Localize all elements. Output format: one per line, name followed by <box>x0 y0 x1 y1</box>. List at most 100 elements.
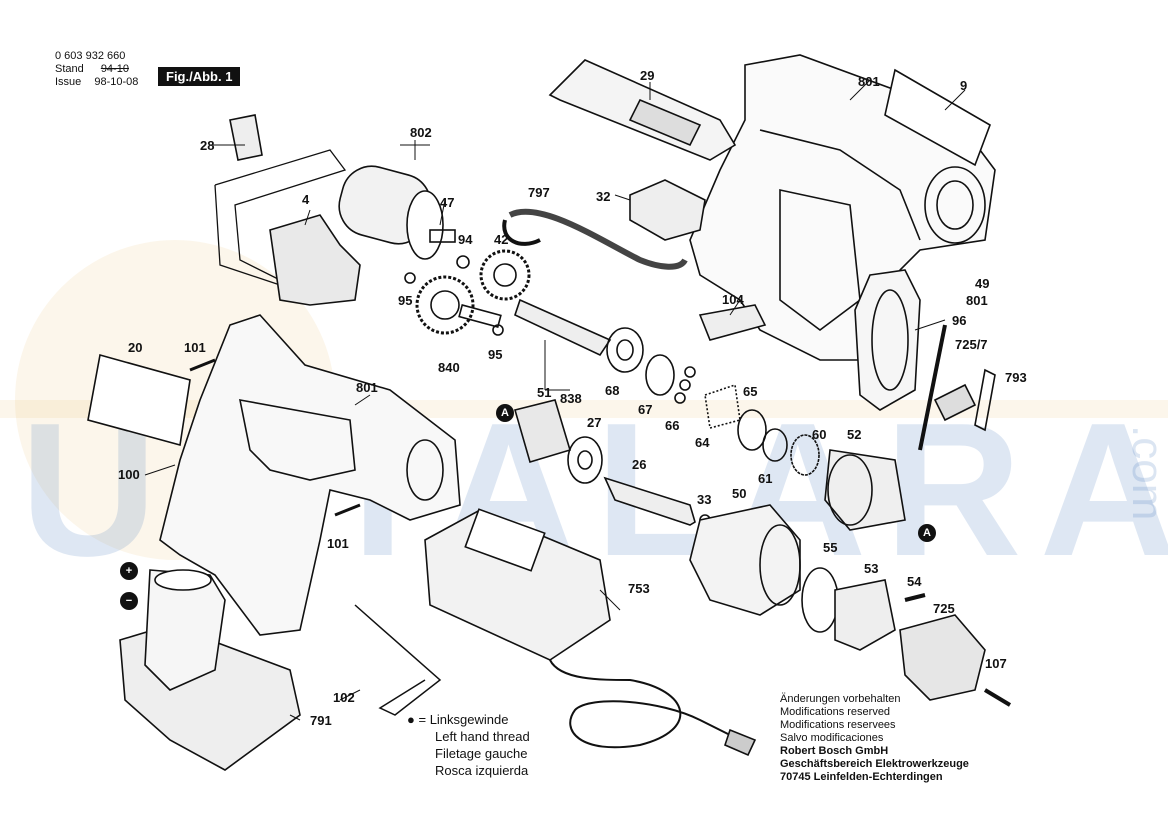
sleeve-50 <box>689 504 801 616</box>
contact-plate <box>698 304 767 341</box>
part-label: 28 <box>200 138 215 153</box>
legend-line: = Linksgewinde <box>418 712 509 727</box>
part-label: 4 <box>302 192 310 207</box>
thread-legend: ● = Linksgewinde Left hand thread Fileta… <box>407 711 530 779</box>
switch-slider <box>629 179 706 241</box>
ring-55 <box>801 567 839 633</box>
part-label: 33 <box>697 492 712 507</box>
part-label: 53 <box>864 561 879 576</box>
spring-60 <box>790 434 820 476</box>
wire-frame <box>214 149 347 291</box>
part-label: 840 <box>438 360 460 375</box>
company-line: 70745 Leinfelden-Echterdingen <box>780 771 943 783</box>
part-label: 47 <box>440 195 455 210</box>
part-label: 42 <box>494 232 509 247</box>
part-label: 50 <box>732 486 747 501</box>
side-cover <box>854 269 921 411</box>
part-label: 95 <box>488 347 503 362</box>
part-label: 725/7 <box>955 337 988 352</box>
part-label: 32 <box>596 189 611 204</box>
part-label: 51 <box>537 385 552 400</box>
note-line: Änderungen vorbehalten <box>780 693 901 705</box>
part-label: 67 <box>638 402 653 417</box>
note-line: Salvo modificaciones <box>780 732 884 744</box>
part-number: 0 603 932 660 <box>55 50 126 62</box>
part-label: 60 <box>812 427 827 442</box>
part-label: 100 <box>118 467 140 482</box>
part-label: 101 <box>327 536 349 551</box>
gear-upper <box>479 249 531 301</box>
issue-label: Issue <box>55 76 82 88</box>
gear-large <box>415 275 475 335</box>
part-label: 801 <box>356 380 378 395</box>
note-line: Modifications reserved <box>780 706 891 718</box>
part-label: 107 <box>985 656 1007 671</box>
company-line: Geschäftsbereich Elektrowerkzeuge <box>780 758 969 770</box>
legend-line: Rosca izquierda <box>435 763 529 778</box>
part-label: 54 <box>907 574 922 589</box>
watermark-suffix: .com <box>1123 425 1168 521</box>
note-line: Modifications reservees <box>780 719 896 731</box>
power-cord <box>549 659 731 749</box>
part-label: 9 <box>960 78 968 93</box>
screw-107 <box>983 688 1012 707</box>
housing-half-left <box>159 314 461 636</box>
part-label: 838 <box>560 391 582 406</box>
cable-strap <box>508 208 688 270</box>
screw-54 <box>904 593 926 602</box>
shaft-26 <box>603 476 696 526</box>
label-20 <box>87 353 191 447</box>
part-label: 29 <box>640 68 655 83</box>
battery-cell <box>144 569 226 691</box>
legend-bullet: ● <box>407 712 415 727</box>
gear-housing <box>824 449 906 531</box>
ring-67 <box>645 354 675 396</box>
connector-a-marker: A <box>496 404 514 422</box>
company-line: Robert Bosch GmbH <box>780 745 889 757</box>
part-label: 49 <box>975 276 990 291</box>
part-label: 797 <box>528 185 550 200</box>
bearing-27 <box>567 436 603 484</box>
chuck-ring-53 <box>834 579 896 651</box>
switch-module <box>269 214 361 306</box>
part-label: 802 <box>410 125 432 140</box>
connector-a-marker: A <box>918 524 936 542</box>
stand-date: 94-10 <box>100 63 129 75</box>
ring-65 <box>737 409 767 451</box>
part-label: 801 <box>858 74 880 89</box>
part-label: 753 <box>628 581 650 596</box>
part-label: 102 <box>333 690 355 705</box>
legend-line: Filetage gauche <box>435 746 528 761</box>
part-label: 26 <box>632 457 647 472</box>
part-label: 52 <box>847 427 862 442</box>
clutch-51 <box>514 399 571 463</box>
label-plate <box>884 68 991 167</box>
minus-marker: − <box>120 592 138 610</box>
header-block: 0 603 932 660 Stand 94-10 Issue 98-10-08 <box>55 50 138 89</box>
figure-label: Fig./Abb. 1 <box>158 67 241 86</box>
bearing-68 <box>606 327 644 373</box>
gear-64 <box>704 383 741 430</box>
part-label: 61 <box>758 471 773 486</box>
part-label: 801 <box>966 293 988 308</box>
part-label: 95 <box>398 293 413 308</box>
stand-label: Stand <box>55 63 84 75</box>
stand-row: Stand 94-10 <box>55 63 138 76</box>
part-label: 791 <box>310 713 332 728</box>
part-label: 94 <box>458 232 473 247</box>
legend-line: Left hand thread <box>435 729 530 744</box>
part-label: 20 <box>128 340 143 355</box>
wire-102 <box>354 604 442 716</box>
part-label: 27 <box>587 415 602 430</box>
chuck-725 <box>899 614 986 701</box>
part-label: 64 <box>695 435 710 450</box>
part-label: 66 <box>665 418 680 433</box>
modification-notes: Änderungen vorbehalten Modifications res… <box>780 693 969 784</box>
part-label: 55 <box>823 540 838 555</box>
part-label: 725 <box>933 601 955 616</box>
mount-plate <box>229 114 263 161</box>
legend-row: ● = Linksgewinde <box>407 711 530 728</box>
issue-row: Issue 98-10-08 <box>55 76 138 89</box>
